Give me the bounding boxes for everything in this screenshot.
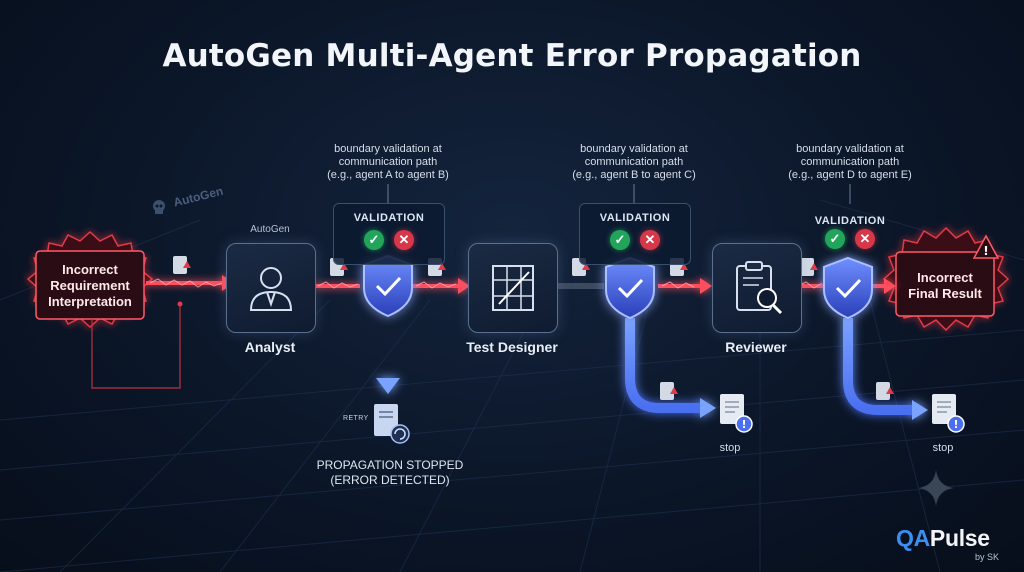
- svg-text:!: !: [741, 418, 746, 431]
- autogen-tag: AutoGen: [250, 224, 290, 235]
- propagation-stopped-line: (ERROR DETECTED): [330, 473, 450, 487]
- shield-icon: [363, 254, 413, 318]
- end-box: Incorrect Final Result: [896, 270, 994, 302]
- start-box-frame: [35, 250, 145, 320]
- stop-label: stop: [932, 442, 954, 454]
- start-box-line: Incorrect: [62, 262, 118, 277]
- check-icon: ✓: [825, 229, 845, 249]
- agent-box-test-designer: [468, 243, 558, 333]
- validation-label: VALIDATION: [795, 211, 905, 229]
- sparkle-icon: [918, 470, 954, 506]
- retry-document-icon: [374, 404, 410, 444]
- boundary-note: boundary validation at communication pat…: [745, 143, 955, 182]
- validation-label-text: VALIDATION: [814, 215, 886, 227]
- end-box-line: Incorrect: [917, 270, 973, 285]
- brand-qa: QA: [896, 525, 930, 551]
- redirect-pipes: [376, 316, 928, 420]
- validation-box: VALIDATION ✓ ✕: [795, 203, 905, 263]
- cross-icon: ✕: [855, 229, 875, 249]
- stop-document-icon: !: [932, 394, 965, 433]
- validation-label: VALIDATION: [599, 212, 671, 224]
- error-document-icon: [800, 258, 818, 276]
- note-line: boundary validation at: [334, 143, 442, 155]
- test-grid-icon: [492, 265, 534, 311]
- error-document-icon: [660, 382, 678, 400]
- propagation-stopped-line: PROPAGATION STOPPED: [316, 458, 464, 472]
- svg-text:!: !: [983, 244, 988, 258]
- cross-icon: ✕: [394, 230, 414, 250]
- skull-icon: [153, 200, 165, 214]
- propagation-stopped: PROPAGATION STOPPED (ERROR DETECTED): [290, 458, 490, 488]
- note-line: communication path: [584, 156, 684, 168]
- start-box-line: Requirement: [50, 278, 130, 293]
- agent-label-analyst: Analyst: [244, 339, 296, 355]
- analyst-person-icon: [249, 267, 293, 311]
- note-line: (e.g., agent B to agent C): [572, 169, 696, 181]
- stop-label: stop: [719, 442, 741, 454]
- boundary-note: boundary validation at communication pat…: [529, 143, 739, 182]
- error-document-icon: [173, 256, 191, 274]
- agent-label-test-designer: Test Designer: [466, 339, 558, 355]
- boundary-note: boundary validation at communication pat…: [283, 143, 493, 182]
- brand-pulse: Pulse: [929, 525, 990, 551]
- page-title: AutoGen Multi-Agent Error Propagation: [162, 38, 862, 74]
- note-line: (e.g., agent D to agent E): [788, 169, 912, 181]
- agent-label-reviewer: Reviewer: [725, 339, 787, 355]
- brand-sub: by SK: [975, 552, 1000, 562]
- end-box-line: Final Result: [908, 286, 982, 301]
- start-box: Incorrect Requirement Interpretation: [36, 262, 144, 310]
- note-line: (e.g., agent A to agent B): [327, 169, 449, 181]
- error-document-icon: [876, 382, 894, 400]
- brand-logo: QAPulse: [896, 525, 990, 552]
- note-connectors: [387, 184, 851, 204]
- agent-box-reviewer: [712, 243, 802, 333]
- shield-icon: [823, 256, 873, 320]
- note-line: communication path: [338, 156, 438, 168]
- check-icon: ✓: [364, 230, 384, 250]
- note-line: communication path: [800, 156, 900, 168]
- retry-label: RETRY: [343, 415, 369, 422]
- end-box-frame: [895, 251, 995, 317]
- clipboard-magnifier-icon: [736, 261, 783, 315]
- check-icon: ✓: [610, 230, 630, 250]
- stop-document-icon: !: [720, 394, 753, 433]
- svg-text:!: !: [953, 418, 958, 431]
- validation-box: VALIDATION ✓ ✕: [579, 203, 691, 265]
- agent-box-analyst: [226, 243, 316, 333]
- validation-box: VALIDATION ✓ ✕: [333, 203, 445, 265]
- cross-icon: ✕: [640, 230, 660, 250]
- validation-label: VALIDATION: [353, 212, 425, 224]
- shield-icon: [605, 256, 655, 320]
- note-line: boundary validation at: [580, 143, 688, 155]
- feedback-loop-line: [91, 306, 181, 389]
- warning-triangle-icon: !: [972, 234, 1000, 259]
- note-line: boundary validation at: [796, 143, 904, 155]
- start-box-line: Interpretation: [48, 294, 132, 309]
